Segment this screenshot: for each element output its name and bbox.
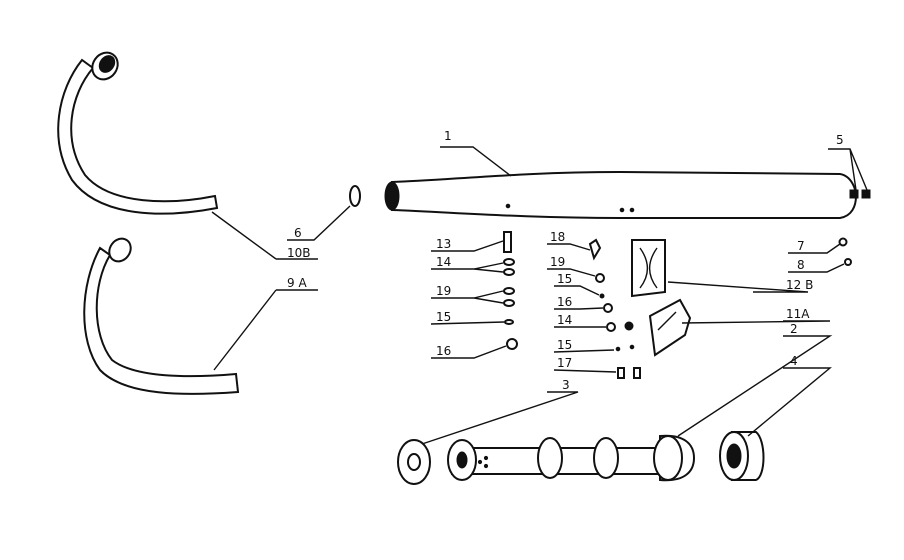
label-10b: 10B — [287, 246, 311, 260]
label-13: 13 — [436, 237, 451, 251]
label-3: 3 — [562, 378, 570, 392]
bracket-11a — [648, 298, 692, 357]
label-15c: 15 — [557, 338, 572, 352]
label-7: 7 — [797, 239, 805, 253]
label-5: 5 — [836, 133, 844, 147]
washer-3 — [397, 439, 431, 485]
baffle-tube-2 — [447, 434, 696, 482]
label-19a: 19 — [436, 284, 451, 298]
hardware-left-column — [503, 231, 518, 350]
label-18: 18 — [550, 230, 565, 244]
header-pipe-10b — [57, 51, 219, 215]
label-6: 6 — [294, 226, 302, 240]
label-17: 17 — [557, 356, 572, 370]
label-12b: 12 B — [786, 278, 813, 292]
label-11a: 11A — [786, 307, 810, 321]
part-labels: 1 5 6 10B 9 A 13 14 19 15 16 18 19 15 16… — [287, 129, 844, 392]
leader-lines — [211, 146, 868, 445]
label-14a: 14 — [436, 255, 451, 269]
header-pipe-9a — [83, 237, 240, 395]
hardware-middle-column — [588, 238, 641, 379]
bracket-12b — [631, 239, 666, 298]
label-15a: 15 — [436, 310, 451, 324]
label-8: 8 — [797, 258, 805, 272]
label-14b: 14 — [557, 313, 572, 327]
ring-6 — [349, 185, 361, 207]
end-cap-4 — [719, 431, 765, 481]
silencer-1 — [384, 170, 858, 219]
label-16a: 16 — [436, 344, 451, 358]
label-16b: 16 — [557, 295, 572, 309]
label-2: 2 — [790, 322, 798, 336]
label-9a: 9 A — [287, 276, 307, 290]
hardware-7-8 — [838, 237, 852, 266]
label-19b: 19 — [550, 255, 565, 269]
label-15b: 15 — [557, 272, 572, 286]
label-4: 4 — [790, 354, 798, 368]
label-1: 1 — [444, 129, 452, 143]
nuts-5 — [849, 189, 871, 199]
